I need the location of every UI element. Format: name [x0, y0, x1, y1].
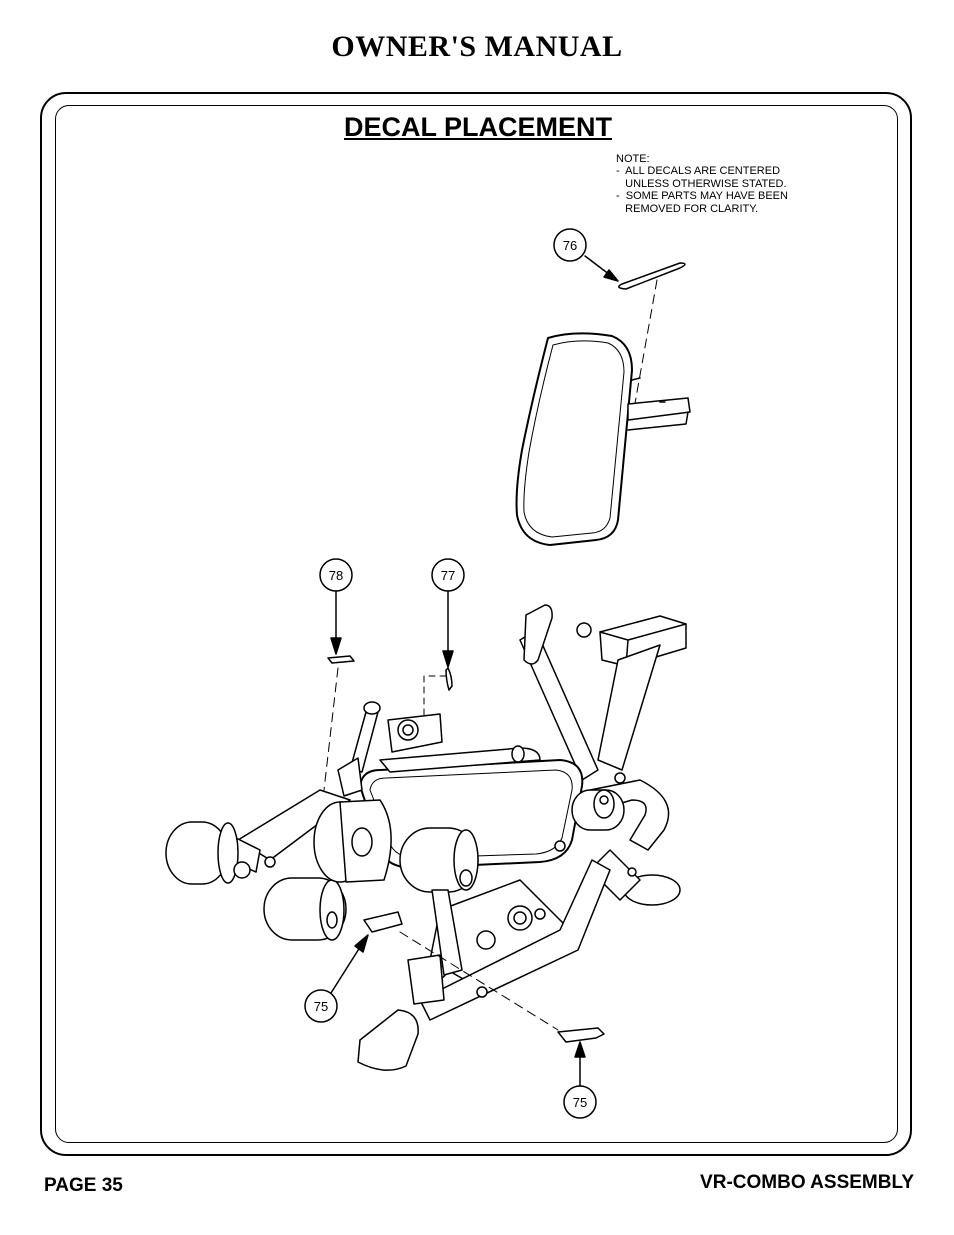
leader-dashed-78	[323, 667, 339, 791]
decal-75-bottom	[557, 1027, 605, 1043]
callout-78-label: 78	[329, 568, 343, 583]
callout-77-label: 77	[441, 568, 455, 583]
back-pad	[515, 332, 691, 546]
note-line: - ALL DECALS ARE CENTERED	[616, 165, 781, 178]
callout-75-bottom-label: 75	[573, 1095, 587, 1110]
footer-assembly-name: VR-COMBO ASSEMBLY	[700, 1172, 914, 1193]
decal-76	[618, 262, 686, 290]
machine-frame	[165, 604, 687, 1071]
decal-75-left	[363, 911, 403, 933]
leader-dashed-76	[631, 279, 658, 421]
decal-78	[327, 655, 355, 664]
inner-frame	[55, 105, 898, 1143]
page-header-title: OWNER'S MANUAL	[331, 30, 623, 63]
note-block: NOTE: - ALL DECALS ARE CENTERED UNLESS O…	[616, 153, 788, 215]
note-line: NOTE:	[616, 153, 650, 165]
callout-76: 76	[553, 228, 619, 282]
callout-75-left-label: 75	[314, 999, 328, 1014]
callout-76-label: 76	[563, 238, 577, 253]
callout-77: 77	[431, 558, 465, 668]
note-line: REMOVED FOR CLARITY.	[616, 202, 759, 215]
decal-77	[445, 667, 453, 691]
callout-75-left: 75	[304, 934, 369, 1023]
footer-page-number: PAGE 35	[44, 1175, 123, 1196]
note-line: - SOME PARTS MAY HAVE BEEN	[616, 190, 788, 203]
callout-78: 78	[319, 558, 353, 655]
leader-dashed-75	[399, 931, 559, 1031]
section-title: DECAL PLACEMENT	[344, 112, 613, 142]
note-line: UNLESS OTHERWISE STATED.	[616, 177, 787, 190]
outer-frame	[40, 92, 912, 1156]
callout-75-bottom: 75	[563, 1041, 597, 1119]
leader-dashed-77	[423, 675, 447, 717]
